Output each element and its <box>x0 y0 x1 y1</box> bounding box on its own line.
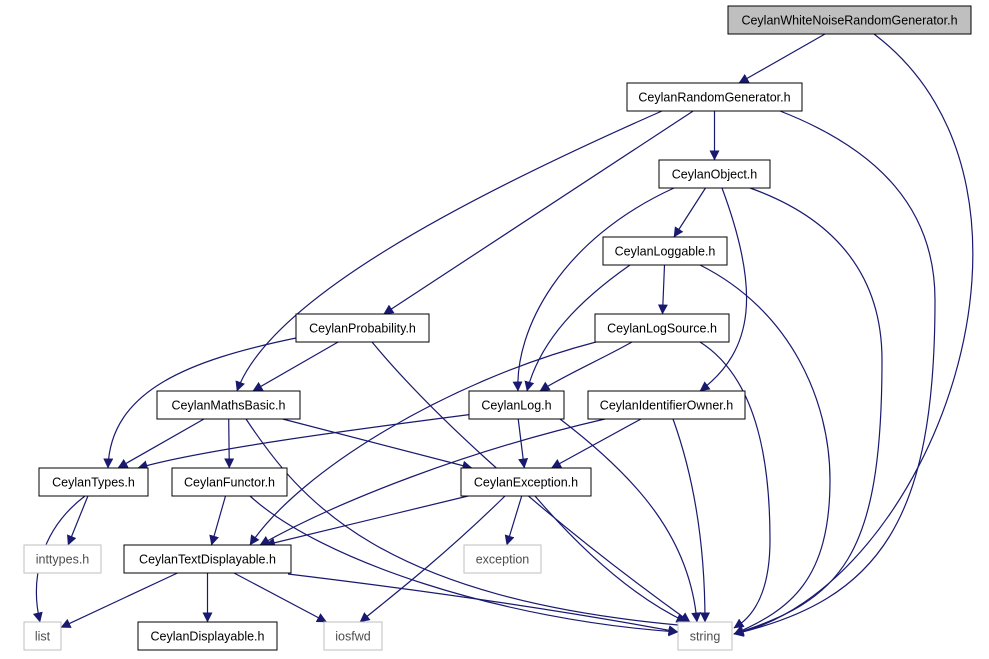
node-box <box>727 5 972 35</box>
edge-logsource-to-textdisplayable <box>249 341 597 546</box>
node-exception[interactable]: CeylanException.h <box>460 467 592 497</box>
node-random[interactable]: CeylanRandomGenerator.h <box>626 82 803 112</box>
node-box <box>468 390 565 420</box>
edge-log-to-string <box>559 418 702 623</box>
edge-types-to-inttypes <box>67 495 89 546</box>
node-box <box>463 544 542 574</box>
node-box <box>626 82 803 112</box>
node-label: CeylanProbability.h <box>309 322 416 336</box>
edge-probability-to-types <box>103 337 297 469</box>
edge-functor-to-textdisplayable <box>209 495 227 546</box>
node-textdisplayable[interactable]: CeylanTextDisplayable.h <box>123 544 292 574</box>
node-label: CeylanIdentifierOwner.h <box>600 399 733 413</box>
node-box <box>23 621 62 651</box>
edge-mathsbasic-to-string <box>245 418 691 631</box>
edge-identifier-to-string <box>672 418 710 623</box>
node-label: CeylanRandomGenerator.h <box>638 91 790 105</box>
node-box <box>137 621 278 651</box>
node-identifier[interactable]: CeylanIdentifierOwner.h <box>587 390 746 420</box>
node-label: CeylanDisplayable.h <box>151 630 265 644</box>
edge-object-to-loggable <box>673 187 707 238</box>
edge-exception-to-stdexception <box>504 495 523 546</box>
edge-loggable-to-string <box>699 264 831 635</box>
node-label: CeylanObject.h <box>672 168 758 182</box>
node-loggable[interactable]: CeylanLoggable.h <box>602 236 728 266</box>
edge-object-to-string <box>733 187 883 636</box>
node-list: list <box>23 621 62 651</box>
edge-identifier-to-exception <box>551 418 642 469</box>
node-string: string <box>677 621 733 651</box>
node-iosfwd: iosfwd <box>323 621 383 651</box>
node-log[interactable]: CeylanLog.h <box>468 390 565 420</box>
edge-exception-to-textdisplayable <box>264 495 469 548</box>
node-white[interactable]: CeylanWhiteNoiseRandomGenerator.h <box>727 5 972 35</box>
node-label: iosfwd <box>335 630 370 644</box>
edge-random-to-string <box>733 110 936 637</box>
node-box <box>587 390 746 420</box>
node-box <box>295 313 430 343</box>
edge-mathsbasic-to-types <box>117 418 205 469</box>
edge-random-to-mathsbasic <box>235 110 663 392</box>
edge-loggable-to-log <box>524 264 631 392</box>
node-box <box>602 236 728 266</box>
node-logsource[interactable]: CeylanLogSource.h <box>594 313 730 343</box>
edge-mathsbasic-to-functor <box>224 418 235 469</box>
node-label: CeylanFunctor.h <box>184 476 275 490</box>
edge-logsource-to-string <box>699 341 771 629</box>
node-inttypes: inttypes.h <box>23 544 102 574</box>
edge-random-to-probability <box>383 110 694 315</box>
node-label: CeylanTypes.h <box>52 476 135 490</box>
edge-log-to-exception <box>517 418 529 469</box>
edge-logsource-to-log <box>539 341 633 392</box>
node-label: CeylanMathsBasic.h <box>172 399 286 413</box>
edge-white-to-string <box>733 33 974 637</box>
node-label: inttypes.h <box>36 553 90 567</box>
node-box <box>123 544 292 574</box>
edge-mathsbasic-to-exception <box>282 418 473 471</box>
node-label: exception <box>476 553 530 567</box>
node-box <box>171 467 288 497</box>
edge-textdisplayable-to-list <box>60 572 178 628</box>
node-box <box>658 159 771 189</box>
edge-probability-to-mathsbasic <box>252 341 339 392</box>
node-stdexception: exception <box>463 544 542 574</box>
node-label: CeylanTextDisplayable.h <box>139 553 276 567</box>
node-box <box>156 390 301 420</box>
edge-layer <box>32 33 974 637</box>
edge-loggable-to-logsource <box>657 264 668 315</box>
node-label: CeylanLoggable.h <box>615 245 716 259</box>
node-mathsbasic[interactable]: CeylanMathsBasic.h <box>156 390 301 420</box>
node-label: CeylanException.h <box>474 476 578 490</box>
node-box <box>594 313 730 343</box>
node-functor[interactable]: CeylanFunctor.h <box>171 467 288 497</box>
node-label: CeylanLogSource.h <box>607 322 717 336</box>
node-label: list <box>35 630 51 644</box>
node-box <box>323 621 383 651</box>
edge-exception-to-string <box>534 495 687 623</box>
edge-exception-to-iosfwd <box>359 495 506 623</box>
node-types[interactable]: CeylanTypes.h <box>38 467 149 497</box>
edge-textdisplayable-to-string <box>287 573 679 636</box>
node-box <box>38 467 149 497</box>
node-box <box>677 621 733 651</box>
edge-log-to-types <box>137 413 475 471</box>
node-layer: CeylanWhiteNoiseRandomGenerator.hCeylanR… <box>23 5 972 651</box>
node-box <box>23 544 102 574</box>
edge-object-to-identifier <box>699 187 748 392</box>
node-label: string <box>690 630 721 644</box>
node-label: CeylanWhiteNoiseRandomGenerator.h <box>741 14 957 28</box>
node-displayable[interactable]: CeylanDisplayable.h <box>137 621 278 651</box>
edge-functor-to-string <box>249 495 679 637</box>
edge-textdisplayable-to-iosfwd <box>233 572 327 623</box>
edge-probability-to-string <box>371 341 691 623</box>
edge-identifier-to-textdisplayable <box>259 418 606 546</box>
edge-white-to-random <box>738 33 826 84</box>
node-label: CeylanLog.h <box>481 399 551 413</box>
node-box <box>460 467 592 497</box>
node-object[interactable]: CeylanObject.h <box>658 159 771 189</box>
node-probability[interactable]: CeylanProbability.h <box>295 313 430 343</box>
